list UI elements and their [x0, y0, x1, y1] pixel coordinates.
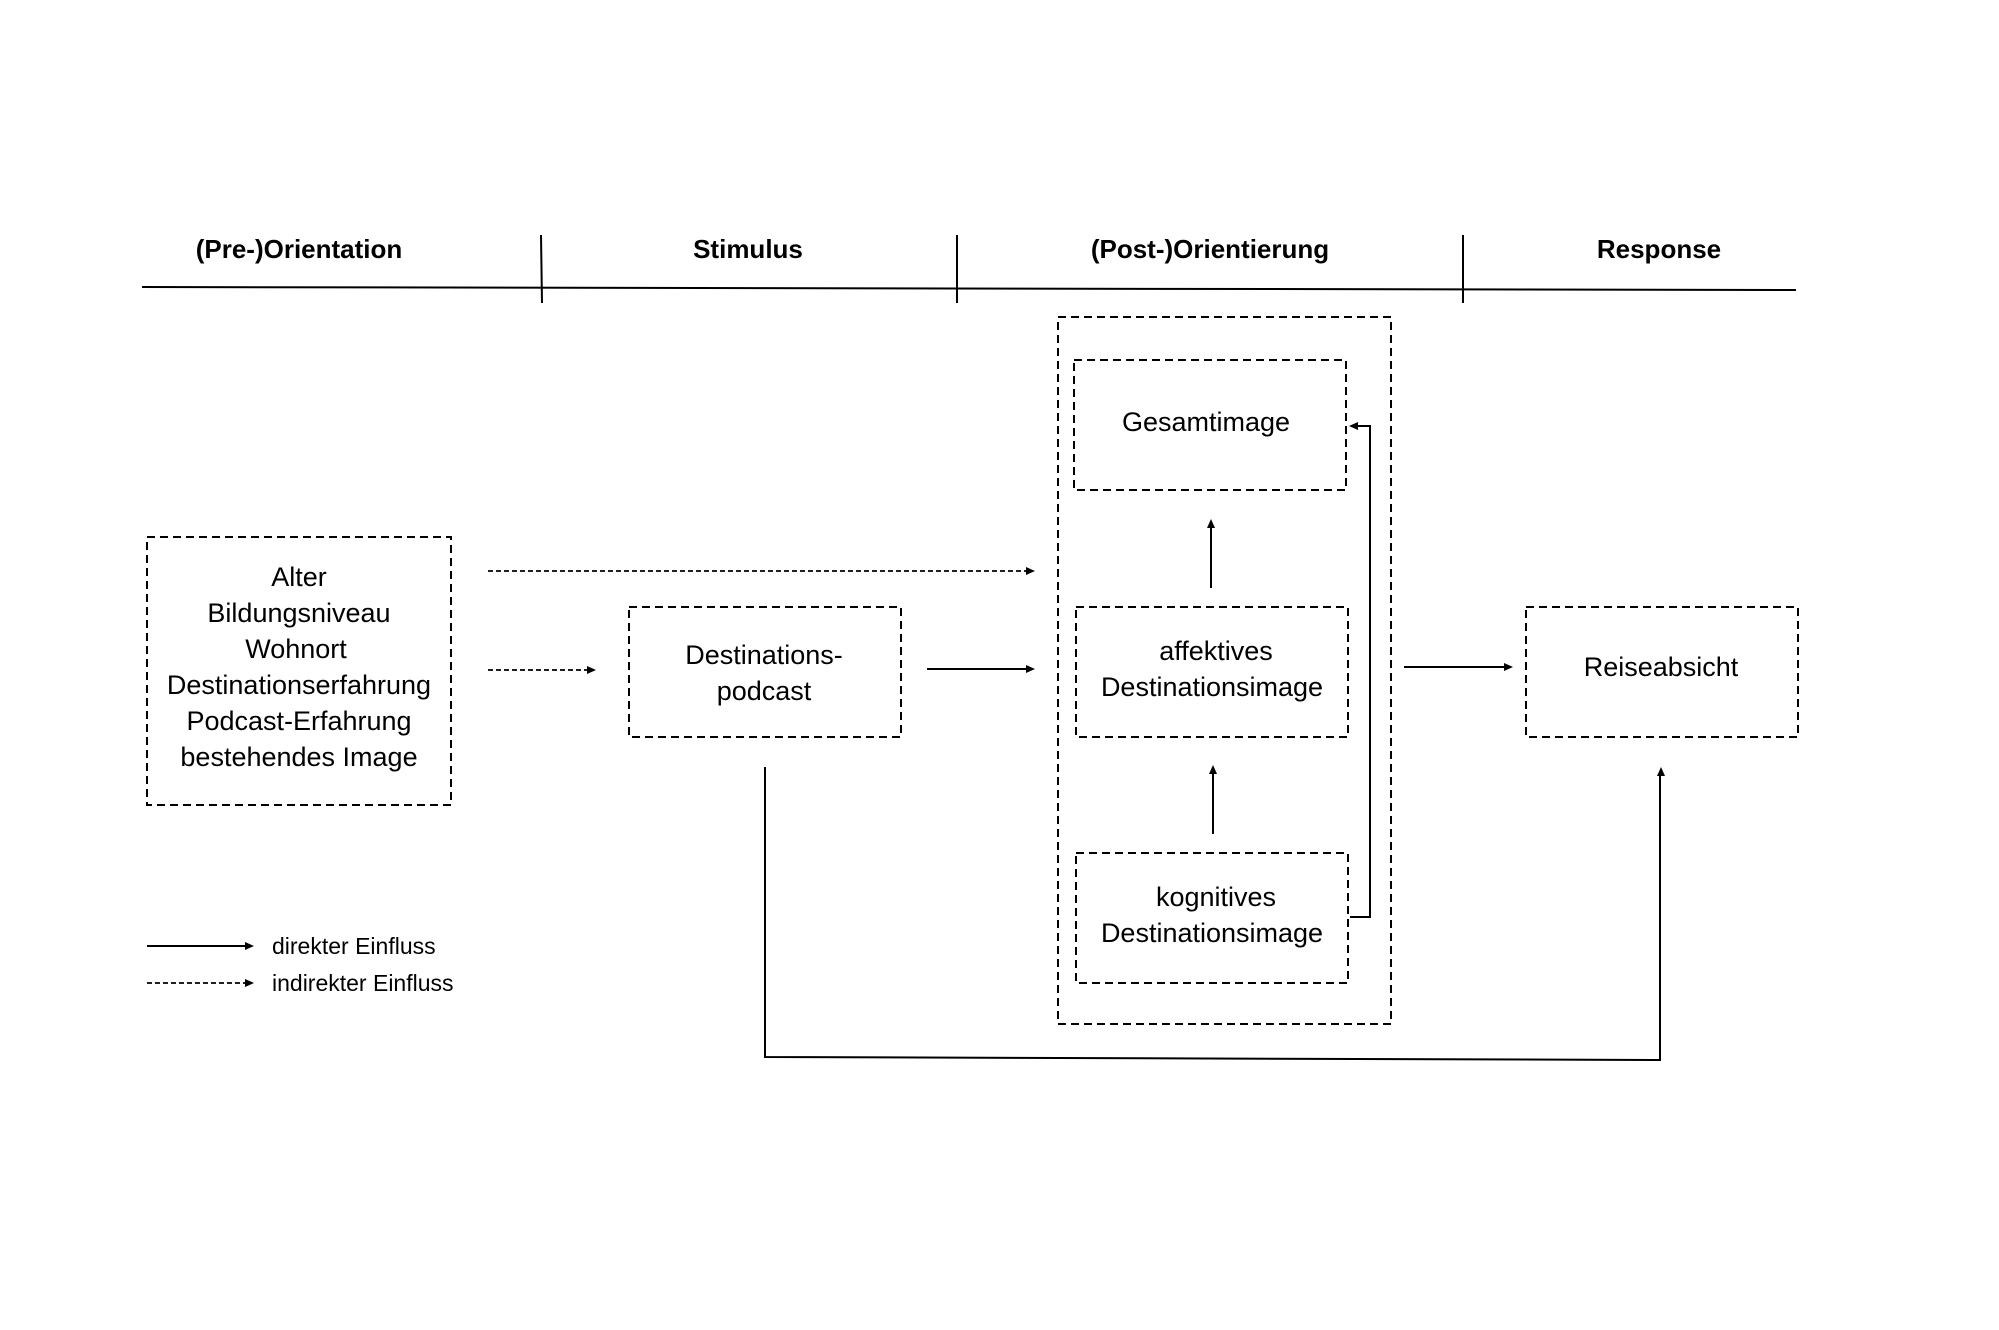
legend-direct-label: direkter Einfluss	[272, 933, 436, 959]
factor-alter: Alter	[271, 562, 327, 592]
phase-response: Response	[1597, 234, 1721, 264]
podcast-line-2: podcast	[717, 676, 812, 706]
arrowhead-podcast-to-affektiv	[1026, 665, 1035, 673]
arrowhead-images-to-reiseabsicht	[1504, 663, 1513, 671]
arrows	[488, 422, 1665, 1062]
arrowhead-affektiv-to-gesamtimage	[1207, 519, 1215, 528]
factor-podcast-erfahrung: Podcast-Erfahrung	[186, 706, 411, 736]
arrow-podcast-to-reiseabsicht	[764, 767, 1661, 1062]
reiseabsicht-box-border	[1525, 606, 1799, 738]
podcast-box: Destinations- podcast	[628, 606, 902, 738]
podcast-line-1: Destinations-	[685, 640, 843, 670]
legend-indirect-arrowhead	[245, 979, 254, 987]
affektiv-box: affektives Destinationsimage	[1075, 606, 1349, 738]
gesamtimage-label: Gesamtimage	[1122, 407, 1290, 437]
factor-wohnort: Wohnort	[245, 634, 347, 664]
phase-post-orientierung: (Post-)Orientierung	[1091, 234, 1329, 264]
kognitiv-line-2: Destinationsimage	[1101, 918, 1323, 948]
podcast-box-border	[628, 606, 902, 738]
kognitiv-box: kognitives Destinationsimage	[1075, 852, 1349, 984]
factor-bestehendes-image: bestehendes Image	[180, 742, 417, 772]
factor-destinationserfahrung: Destinationserfahrung	[167, 670, 431, 700]
header-baseline	[141, 286, 1797, 291]
phase-stimulus: Stimulus	[693, 234, 803, 264]
kognitiv-line-1: kognitives	[1156, 882, 1276, 912]
arrowhead-factors-to-images	[1026, 567, 1035, 575]
affektiv-line-1: affektives	[1159, 636, 1273, 666]
arrowhead-podcast-to-reiseabsicht	[1657, 767, 1665, 776]
kognitiv-box-border	[1075, 852, 1349, 984]
divider-1	[540, 234, 543, 304]
legend: direkter Einfluss indirekter Einfluss	[147, 933, 454, 996]
reiseabsicht-label: Reiseabsicht	[1584, 652, 1739, 682]
reiseabsicht-box: Reiseabsicht	[1525, 606, 1799, 738]
phase-pre-orientation: (Pre-)Orientation	[196, 234, 403, 264]
arrow-kognitiv-to-gesamtimage	[1350, 425, 1371, 918]
phase-header: (Pre-)Orientation Stimulus (Post-)Orient…	[141, 234, 1797, 304]
affektiv-box-border	[1075, 606, 1349, 738]
affektiv-line-2: Destinationsimage	[1101, 672, 1323, 702]
arrowhead-factors-to-podcast	[587, 666, 596, 674]
legend-direct-arrowhead	[245, 942, 254, 950]
factor-bildungsniveau: Bildungsniveau	[207, 598, 390, 628]
gesamtimage-box-border	[1073, 359, 1347, 491]
gesamtimage-box: Gesamtimage	[1073, 359, 1347, 491]
arrowhead-kognitiv-to-gesamtimage	[1349, 422, 1358, 430]
arrowhead-kognitiv-to-affektiv	[1209, 765, 1217, 774]
legend-indirect-label: indirekter Einfluss	[272, 970, 454, 996]
factors-box: Alter Bildungsniveau Wohnort Destination…	[146, 536, 452, 806]
